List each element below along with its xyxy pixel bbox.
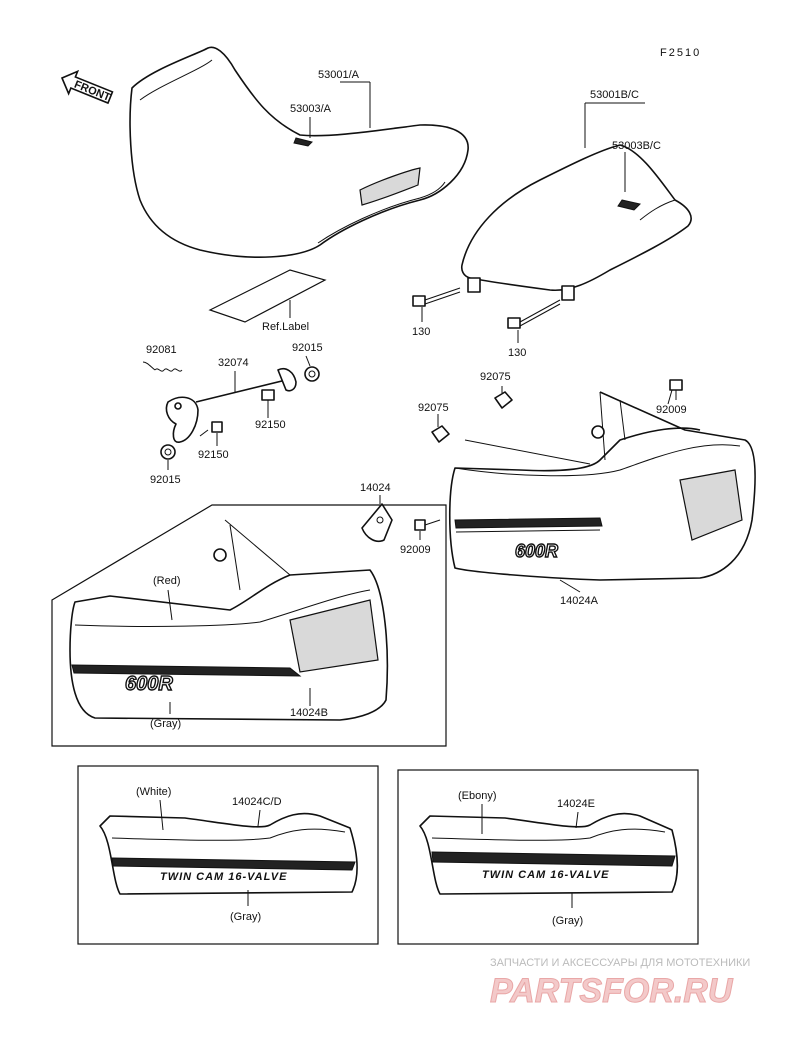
- label-92075-left: 92075: [418, 402, 449, 414]
- badge-14024b: 600R: [125, 673, 173, 695]
- bolt-92009-bottom: [414, 519, 441, 531]
- label-14024b: 14024B: [290, 707, 328, 719]
- nut-92075-top: [494, 391, 513, 409]
- watermark-tagline: ЗАПЧАСТИ И АКСЕССУАРЫ ДЛЯ МОТОТЕХНИКИ: [490, 957, 750, 969]
- bolt-130-right: [507, 299, 561, 329]
- front-badge-text: FRONT: [72, 79, 112, 104]
- tail-cover-14024b: 600R: [69, 519, 389, 721]
- label-130-right: 130: [508, 347, 526, 359]
- nut-92075-left: [431, 425, 450, 443]
- label-92150-top: 92150: [255, 419, 286, 431]
- label-14024cd: 14024C/D: [232, 796, 282, 808]
- label-white: (White): [136, 786, 171, 798]
- bolt-92150-bottom: [199, 421, 223, 437]
- label-53003-bc: 53003B/C: [612, 140, 661, 152]
- label-92009-bottom: 92009: [400, 544, 431, 556]
- label-92075-top: 92075: [480, 371, 511, 383]
- label-ebony: (Ebony): [458, 790, 497, 802]
- tail-cover-14024a: 600R: [448, 391, 756, 581]
- ref-label-sticker: [208, 269, 327, 323]
- nut-92015-bottom: [160, 444, 176, 460]
- lock-rod-32074: [165, 367, 297, 443]
- bolt-130-left: [412, 287, 461, 307]
- label-53001-a: 53001/A: [318, 69, 360, 81]
- bolt-92150-top: [261, 389, 275, 412]
- bracket-14024: [361, 503, 393, 543]
- decal-twin-cam-e: TWIN CAM 16-VALVE: [482, 869, 609, 881]
- label-14024: 14024: [360, 482, 391, 494]
- frame-14024cd: [77, 765, 379, 945]
- watermark-logo: PARTSFOR.RU: [490, 972, 734, 1010]
- label-gray-cd: (Gray): [230, 911, 261, 923]
- tail-cover-14024cd: TWIN CAM 16-VALVE: [99, 812, 358, 895]
- label-gray-b: (Gray): [150, 718, 181, 730]
- spring-92081: [142, 361, 183, 372]
- label-32074: 32074: [218, 357, 249, 369]
- label-92015-top: 92015: [292, 342, 323, 354]
- label-92009-top: 92009: [656, 404, 687, 416]
- label-92150-bottom: 92150: [198, 449, 229, 461]
- figure-code: F2510: [660, 47, 701, 59]
- decal-twin-cam-cd: TWIN CAM 16-VALVE: [160, 871, 287, 883]
- label-92015-bottom: 92015: [150, 474, 181, 486]
- badge-14024a: 600R: [515, 541, 558, 561]
- frame-14024e: [397, 769, 699, 945]
- label-92081: 92081: [146, 344, 177, 356]
- nut-92015-top: [304, 366, 320, 382]
- frame-14024b: [51, 504, 447, 747]
- label-14024a: 14024A: [560, 595, 599, 607]
- label-ref-label: Ref.Label: [262, 321, 309, 333]
- tail-cover-14024e: TWIN CAM 16-VALVE: [419, 812, 679, 895]
- front-arrow-icon: FRONT: [60, 69, 114, 105]
- rear-seat: [460, 144, 692, 301]
- label-53001-bc: 53001B/C: [590, 89, 639, 101]
- label-130-left: 130: [412, 326, 430, 338]
- front-seat: [129, 46, 469, 258]
- label-gray-e: (Gray): [552, 915, 583, 927]
- label-14024e: 14024E: [557, 798, 595, 810]
- bolt-92009-top: [667, 379, 683, 405]
- label-53003-a: 53003/A: [290, 103, 332, 115]
- label-red: (Red): [153, 575, 181, 587]
